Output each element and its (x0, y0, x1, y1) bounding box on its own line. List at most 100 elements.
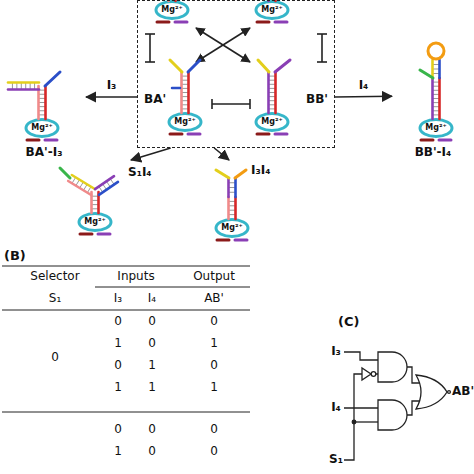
table-header: Inputs (117, 270, 154, 283)
dna-strand (80, 233, 92, 236)
dna-strand (60, 168, 70, 178)
panel-letter: (C) (338, 315, 359, 329)
dna-strand (98, 233, 110, 236)
table-cell: 1 (210, 381, 218, 394)
structure-label: I₃I₄ (251, 164, 270, 177)
table-cell: 1 (148, 381, 156, 394)
dna-strand (172, 87, 180, 90)
dna-strand (227, 197, 230, 219)
mg-ion-label: Mg²⁺ (84, 218, 105, 227)
dna-strand (420, 70, 433, 78)
table-cell: 0 (114, 423, 122, 436)
mg-ring (169, 114, 201, 131)
dna-strand (44, 86, 47, 119)
dna-strand (175, 21, 187, 24)
input-strand-label: I₃ (106, 79, 118, 92)
reaction-arrow (335, 96, 392, 98)
dna-strand (258, 60, 269, 72)
mg-ring (420, 120, 452, 137)
table-cell: 0 (51, 351, 59, 364)
dna-strand (234, 178, 237, 197)
mg-ring (156, 2, 188, 19)
complex-structure: S₁I₄ (40, 160, 170, 245)
table-header: AB' (204, 292, 224, 305)
table-header: I₃ (114, 292, 122, 305)
dna-strand (68, 181, 91, 195)
table-cell: 0 (148, 315, 156, 328)
complex-structure: I₃I₄ (185, 160, 295, 245)
dna-strand (8, 88, 39, 91)
dna-strand (438, 60, 441, 78)
dna-strand (431, 78, 434, 119)
reaction-arrow (86, 96, 137, 98)
dna-strand (235, 170, 246, 178)
table-header: I₄ (148, 292, 156, 305)
dna-strand (274, 72, 277, 113)
hairpin-loop (428, 43, 444, 59)
dna-strand (180, 72, 183, 113)
dna-strand (187, 72, 190, 113)
selection-box: BA'BB' (137, 0, 335, 148)
mg-ion-label: Mg²⁺ (174, 118, 195, 127)
table-cell: 0 (148, 423, 156, 436)
signal-name: I₃ (331, 345, 341, 358)
reaction-arrow (214, 148, 229, 160)
dna-strand (45, 139, 57, 142)
mg-ring (79, 214, 111, 231)
table-cell: 0 (210, 445, 218, 458)
dna-strand (227, 178, 230, 197)
table-cell: 1 (114, 445, 122, 458)
table-cell: 0 (210, 315, 218, 328)
table-cell: 0 (210, 423, 218, 436)
dna-strand (257, 21, 269, 24)
mg-ion-label: Mg²⁺ (161, 6, 182, 15)
signal-name: AB' (452, 385, 474, 398)
table-cell: 1 (114, 381, 122, 394)
dna-strand (170, 133, 182, 136)
dna-strand (275, 21, 287, 24)
dna-strand (95, 176, 114, 189)
dna-strand (27, 139, 39, 142)
mg-ion-label: Mg²⁺ (31, 124, 52, 133)
dna-strand (421, 139, 433, 142)
structure-label: BB'-I₄ (392, 146, 474, 159)
table-cell: 0 (210, 359, 218, 372)
input-strand-label: I₄ (358, 79, 370, 92)
panel-letter: (B) (4, 249, 26, 263)
table-header: Output (193, 270, 235, 283)
dna-strand (275, 133, 287, 136)
logic-circuit (344, 352, 450, 460)
signal-name: S₁ (329, 453, 343, 466)
dna-strand (439, 139, 451, 142)
dna-strand (438, 78, 441, 119)
dna-strand (157, 21, 169, 24)
mg-ion-label: Mg²⁺ (261, 6, 282, 15)
dna-strand (72, 175, 95, 189)
dna-strand (234, 197, 237, 219)
dna-strand (216, 170, 229, 178)
mg-ion-label: Mg²⁺ (221, 224, 242, 233)
dna-strand (45, 72, 60, 86)
table-cell: 1 (210, 337, 218, 350)
structure-label: BB' (306, 93, 328, 106)
dna-strand (8, 81, 39, 84)
table-cell: 0 (148, 445, 156, 458)
reaction-arrow (131, 148, 171, 160)
inhibition-symbols (145, 28, 327, 109)
dna-strand (257, 133, 269, 136)
mg-ring (216, 220, 248, 237)
table-header: S₁ (49, 292, 61, 305)
table-header: Selector (30, 270, 79, 283)
mg-ion-label: Mg²⁺ (425, 124, 446, 133)
signal-name: I₄ (331, 401, 341, 414)
table-rules (2, 266, 250, 412)
table-cell: 0 (114, 359, 122, 372)
dna-strand (235, 239, 247, 242)
structure-label: S₁I₄ (128, 166, 152, 179)
complex-structure: BB'-I₄ (392, 30, 474, 160)
structure-label: BA'-I₃ (2, 146, 86, 159)
mg-ring (256, 2, 288, 19)
dna-strand (170, 60, 182, 72)
